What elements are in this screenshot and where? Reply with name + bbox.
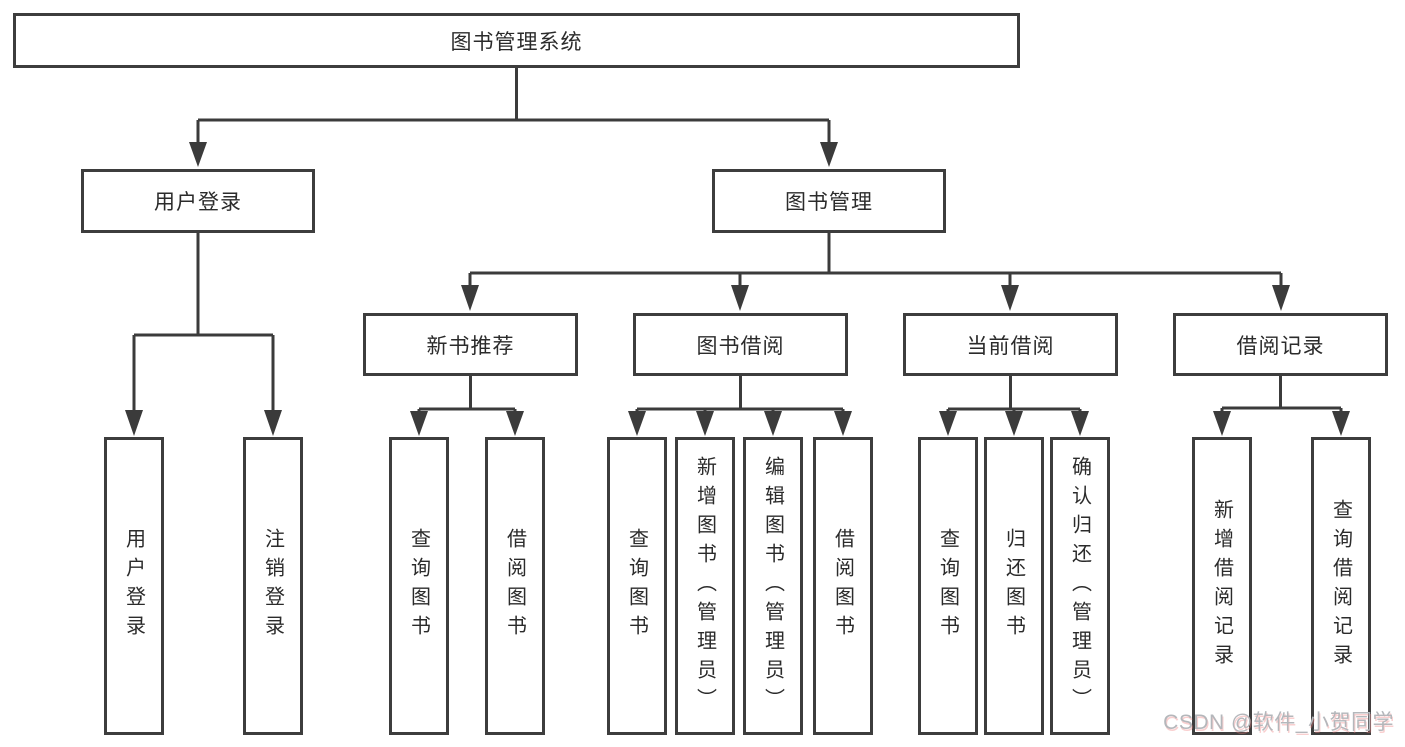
leaf-return-books: 归还图书 <box>984 437 1044 735</box>
node-library-system: 图书管理系统 <box>13 13 1020 68</box>
watermark: CSDN @软件_小贺同学 <box>1163 711 1394 734</box>
leaf-user-login: 用户登录 <box>104 437 164 735</box>
leaf-logout: 注销登录 <box>243 437 303 735</box>
arrowheads <box>125 142 1350 436</box>
leaf-query-books-recommend: 查询图书 <box>389 437 449 735</box>
node-current-borrowing: 当前借阅 <box>903 313 1118 376</box>
node-borrowing-records: 借阅记录 <box>1173 313 1388 376</box>
leaf-add-book-admin: 新增图书（管理员） <box>675 437 735 735</box>
leaf-query-books-current: 查询图书 <box>918 437 978 735</box>
node-book-management: 图书管理 <box>712 169 946 233</box>
leaf-borrow-books-recommend: 借阅图书 <box>485 437 545 735</box>
leaf-confirm-return-admin: 确认归还（管理员） <box>1050 437 1110 735</box>
leaf-borrow-books-borrow: 借阅图书 <box>813 437 873 735</box>
node-user-login: 用户登录 <box>81 169 315 233</box>
node-book-borrowing: 图书借阅 <box>633 313 848 376</box>
leaf-query-borrow-record: 查询借阅记录 <box>1311 437 1371 735</box>
leaf-edit-book-admin: 编辑图书（管理员） <box>743 437 803 735</box>
leaf-add-borrow-record: 新增借阅记录 <box>1192 437 1252 735</box>
node-new-book-recommendation: 新书推荐 <box>363 313 578 376</box>
leaf-query-books-borrow: 查询图书 <box>607 437 667 735</box>
